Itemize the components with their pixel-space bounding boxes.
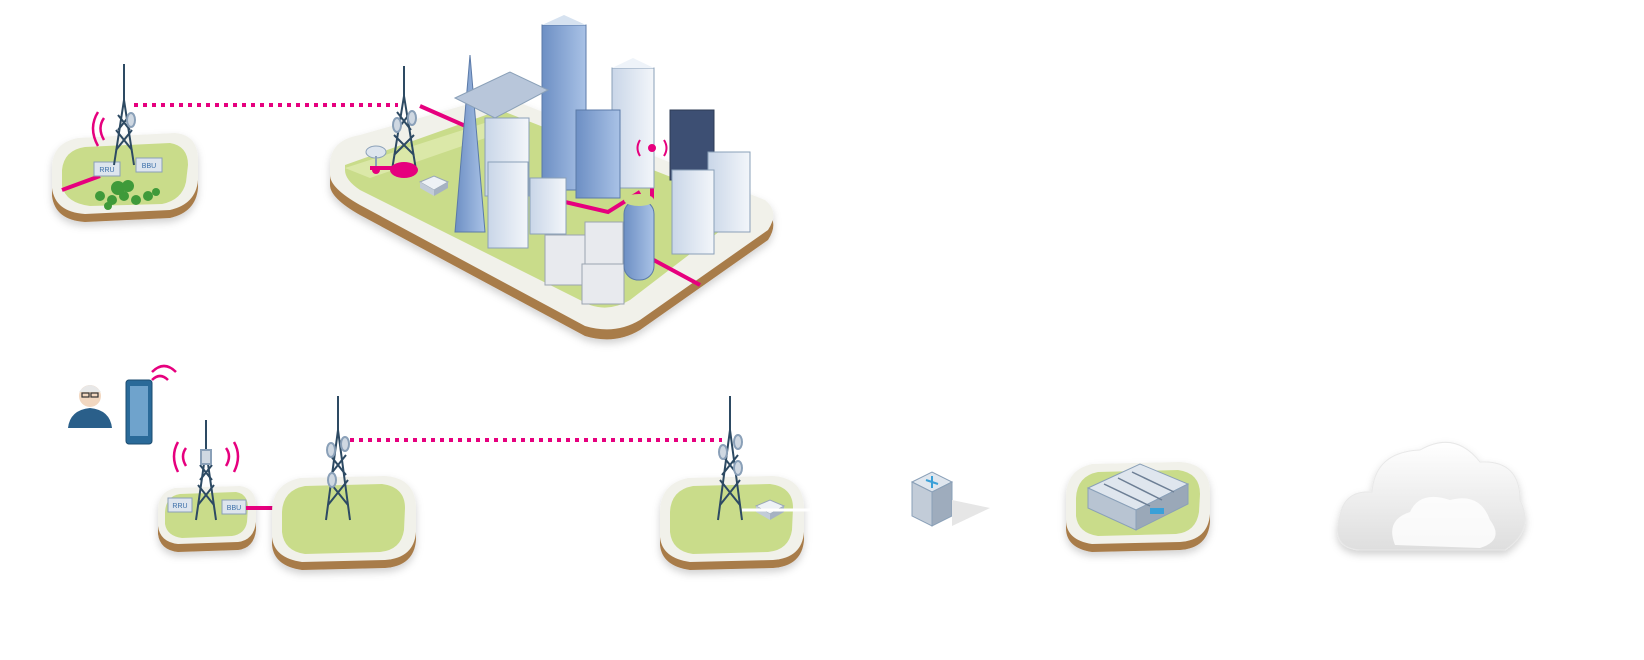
bbu-box-bottom: BBU bbox=[221, 499, 247, 515]
datacenter-icon bbox=[1086, 463, 1190, 531]
small-cell-signal bbox=[636, 139, 668, 157]
wireless-signal-icon bbox=[91, 111, 106, 147]
rru-box-top-left: RRU bbox=[93, 161, 121, 177]
building-low-2 bbox=[584, 221, 624, 265]
svg-text:BBU: BBU bbox=[142, 163, 156, 170]
building-mid-2 bbox=[487, 161, 529, 249]
building-low-3 bbox=[581, 263, 625, 305]
user-avatar-icon bbox=[68, 385, 112, 428]
hub-tower bbox=[717, 396, 743, 521]
building-low-roof bbox=[453, 71, 550, 119]
cell-tower-icon bbox=[113, 64, 136, 166]
building-tall-4 bbox=[669, 109, 715, 181]
building-mid-3 bbox=[529, 177, 567, 235]
fiber-link-rural bbox=[61, 174, 101, 192]
tree-cluster bbox=[95, 180, 160, 210]
rru-box-bottom: RRU bbox=[167, 497, 193, 513]
bbu-box-top-left: BBU bbox=[135, 157, 163, 173]
skyscraper-spire bbox=[454, 54, 486, 233]
city-tower-base bbox=[372, 162, 418, 178]
city-edge-box bbox=[418, 175, 450, 196]
access-tower-signal bbox=[172, 441, 240, 473]
building-tall-3 bbox=[575, 109, 621, 199]
building-low-1 bbox=[544, 234, 586, 286]
aggregation-tower bbox=[325, 396, 351, 521]
building-tall-6 bbox=[671, 169, 715, 255]
access-tower bbox=[195, 420, 217, 521]
rural-site-platform bbox=[52, 133, 198, 222]
building-tall-5 bbox=[707, 151, 751, 233]
svg-text:BBU: BBU bbox=[227, 505, 241, 512]
building-round bbox=[623, 194, 655, 281]
satellite-dish-icon bbox=[365, 145, 387, 166]
city-tower bbox=[391, 66, 417, 171]
phone-wifi-icon bbox=[151, 364, 177, 381]
aggregation-site-platform bbox=[272, 476, 416, 570]
smartphone-icon bbox=[125, 379, 153, 445]
svg-text:RRU: RRU bbox=[172, 503, 187, 510]
server-icon bbox=[910, 471, 990, 527]
svg-text:RRU: RRU bbox=[99, 167, 114, 174]
cloud-icon bbox=[1337, 441, 1526, 551]
